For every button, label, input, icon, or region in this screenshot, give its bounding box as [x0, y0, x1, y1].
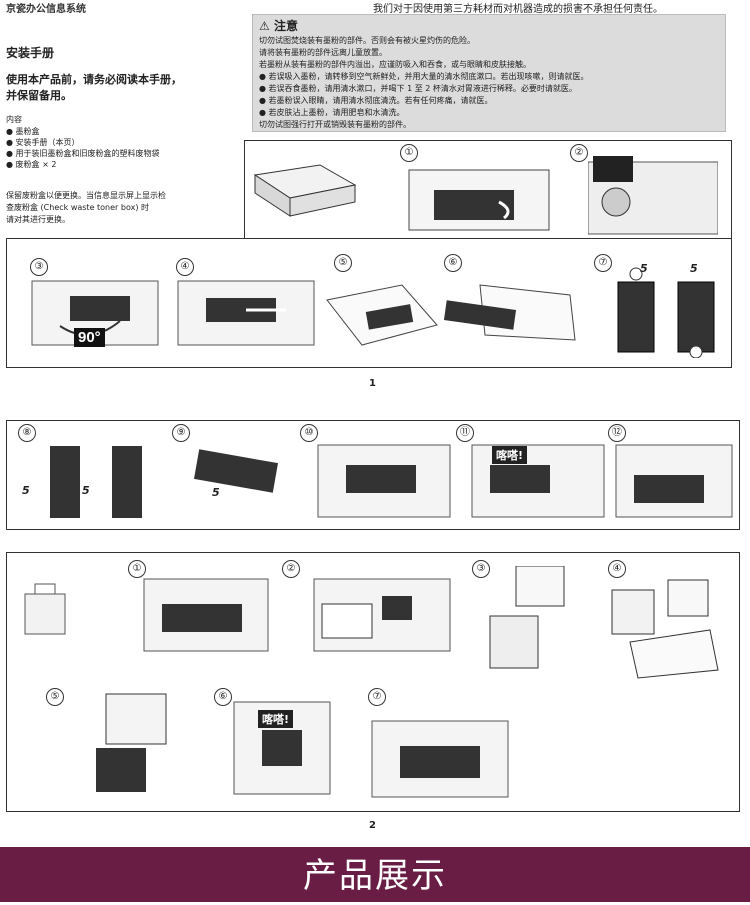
step-number: ②: [282, 560, 300, 578]
shake-new-cartridge-image: [50, 446, 142, 518]
brand-text: 京瓷办公信息系统: [6, 4, 86, 15]
push-cartridge-image: [471, 444, 605, 518]
product-showcase-banner: 产品展示: [0, 847, 750, 902]
contents-item: ● 废粉盒 × 2: [6, 160, 57, 169]
shake-count-label: 5: [640, 262, 648, 275]
shake-horizontal-image: [194, 449, 278, 493]
step-number: ⑦: [594, 254, 612, 272]
caution-box: ⚠ 注意 切勿试图焚烧装有墨粉的部件。否则会有被火星灼伤的危险。 请将装有墨粉的…: [252, 14, 726, 132]
lever-detail-image: [588, 156, 718, 235]
waste-note: 保留废粉盒以便更换。当信息显示屏上显示检 查废粉盒 (Check waste t…: [6, 191, 166, 224]
insert-cartridge-image: [317, 444, 451, 518]
cap-waste-box-image: [489, 566, 565, 669]
click-label: 喀嗒!: [258, 710, 294, 728]
caution-title: 注意: [273, 19, 298, 33]
step-number: ②: [570, 144, 588, 162]
contents-item: ● 安装手册（本页）: [6, 138, 80, 147]
caution-lines: 切勿试图焚烧装有墨粉的部件。否则会有被火星灼伤的危险。 请将装有墨粉的部件远离儿…: [259, 35, 589, 131]
manual-intro: 使用本产品前，请务必阅读本手册， 并保留备用。: [6, 73, 182, 102]
caution-line: ● 若误吞食墨粉，请用清水漱口，并喝下 1 至 2 杯清水对胃液进行稀释。必要时…: [259, 84, 577, 93]
shake-count-label: 5: [82, 484, 90, 497]
shake-count-label: 5: [690, 262, 698, 275]
bag-waste-box-image: [611, 579, 719, 679]
step-number: ⑦: [368, 688, 386, 706]
close-cover-image: [615, 444, 733, 518]
contents-list: ● 墨粉盒 ● 安装手册（本页） ● 用于装旧墨粉盒和旧废粉盒的塑料废物袋 ● …: [6, 126, 160, 170]
step-number: ⑨: [172, 424, 190, 442]
caution-line: 切勿试图强行打开或销毁装有墨粉的部件。: [259, 120, 411, 129]
remove-waste-box-image: [313, 578, 451, 652]
shake-cartridge-image: [617, 267, 715, 358]
warning-icon: ⚠: [259, 19, 270, 33]
caution-line: 若墨粉从装有墨粉的部件内溢出，应谨防吸入和吞食，或与眼睛和皮肤接触。: [259, 60, 531, 69]
step-number: ①: [400, 144, 418, 162]
step-number: ⑧: [18, 424, 36, 442]
shake-count-label: 5: [22, 484, 30, 497]
contents-title: 内容: [6, 115, 22, 124]
caution-line: 切勿试图焚烧装有墨粉的部件。否则会有被火星灼伤的危险。: [259, 36, 475, 45]
contents-item: ● 墨粉盒: [6, 127, 40, 136]
click-label: 喀嗒!: [492, 446, 528, 464]
step-number: ③: [472, 560, 490, 578]
step-number: ④: [608, 560, 626, 578]
box-old-cartridge-image: [443, 284, 576, 341]
banner-title: 产品展示: [303, 856, 447, 896]
step-number: ⑤: [334, 254, 352, 272]
insert-new-waste-box-image: [96, 693, 167, 792]
page-number: 1: [369, 378, 376, 389]
caution-header: ⚠ 注意: [259, 17, 298, 34]
manual-title: 安装手册: [6, 46, 55, 60]
caution-line: 请将装有墨粉的部件远离儿童放置。: [259, 48, 387, 57]
remove-cartridge-image: [177, 280, 315, 346]
step-number: ⑩: [300, 424, 318, 442]
angle-label: 90°: [74, 328, 105, 347]
waste-toner-box-image: [24, 583, 66, 635]
top-right-note: 我们对于因使用第三方耗材而对机器造成的损害不承担任何责任。: [373, 4, 663, 15]
step-number: ⑪: [456, 424, 474, 442]
shake-count-label: 5: [212, 486, 220, 499]
open-front-cover-image: [143, 578, 269, 652]
bag-old-cartridge-image: [326, 284, 438, 346]
step-number: ⑥: [444, 254, 462, 272]
step-number: ①: [128, 560, 146, 578]
close-front-cover-image: [371, 720, 509, 798]
step-number: ⑤: [46, 688, 64, 706]
step-number: ⑫: [608, 424, 626, 442]
step-number: ③: [30, 258, 48, 276]
push-waste-box-image: [233, 701, 331, 795]
caution-line: ● 若误吸入墨粉，请转移到空气新鲜处，并用大量的清水彻底漱口。若出现咳嗽，则请就…: [259, 72, 589, 81]
contents-item: ● 用于装旧墨粉盒和旧废粉盒的塑料废物袋: [6, 149, 160, 158]
caution-line: ● 若皮肤沾上墨粉，请用肥皂和水清洗。: [259, 108, 405, 117]
step-number: ④: [176, 258, 194, 276]
printer-front-open-image: [408, 169, 550, 231]
page-number: 2: [369, 820, 376, 831]
step-number: ⑥: [214, 688, 232, 706]
caution-line: ● 若墨粉误入眼睛，请用清水彻底清洗。若有任何疼痛，请就医。: [259, 96, 493, 105]
toner-cartridge-image: [253, 164, 357, 217]
